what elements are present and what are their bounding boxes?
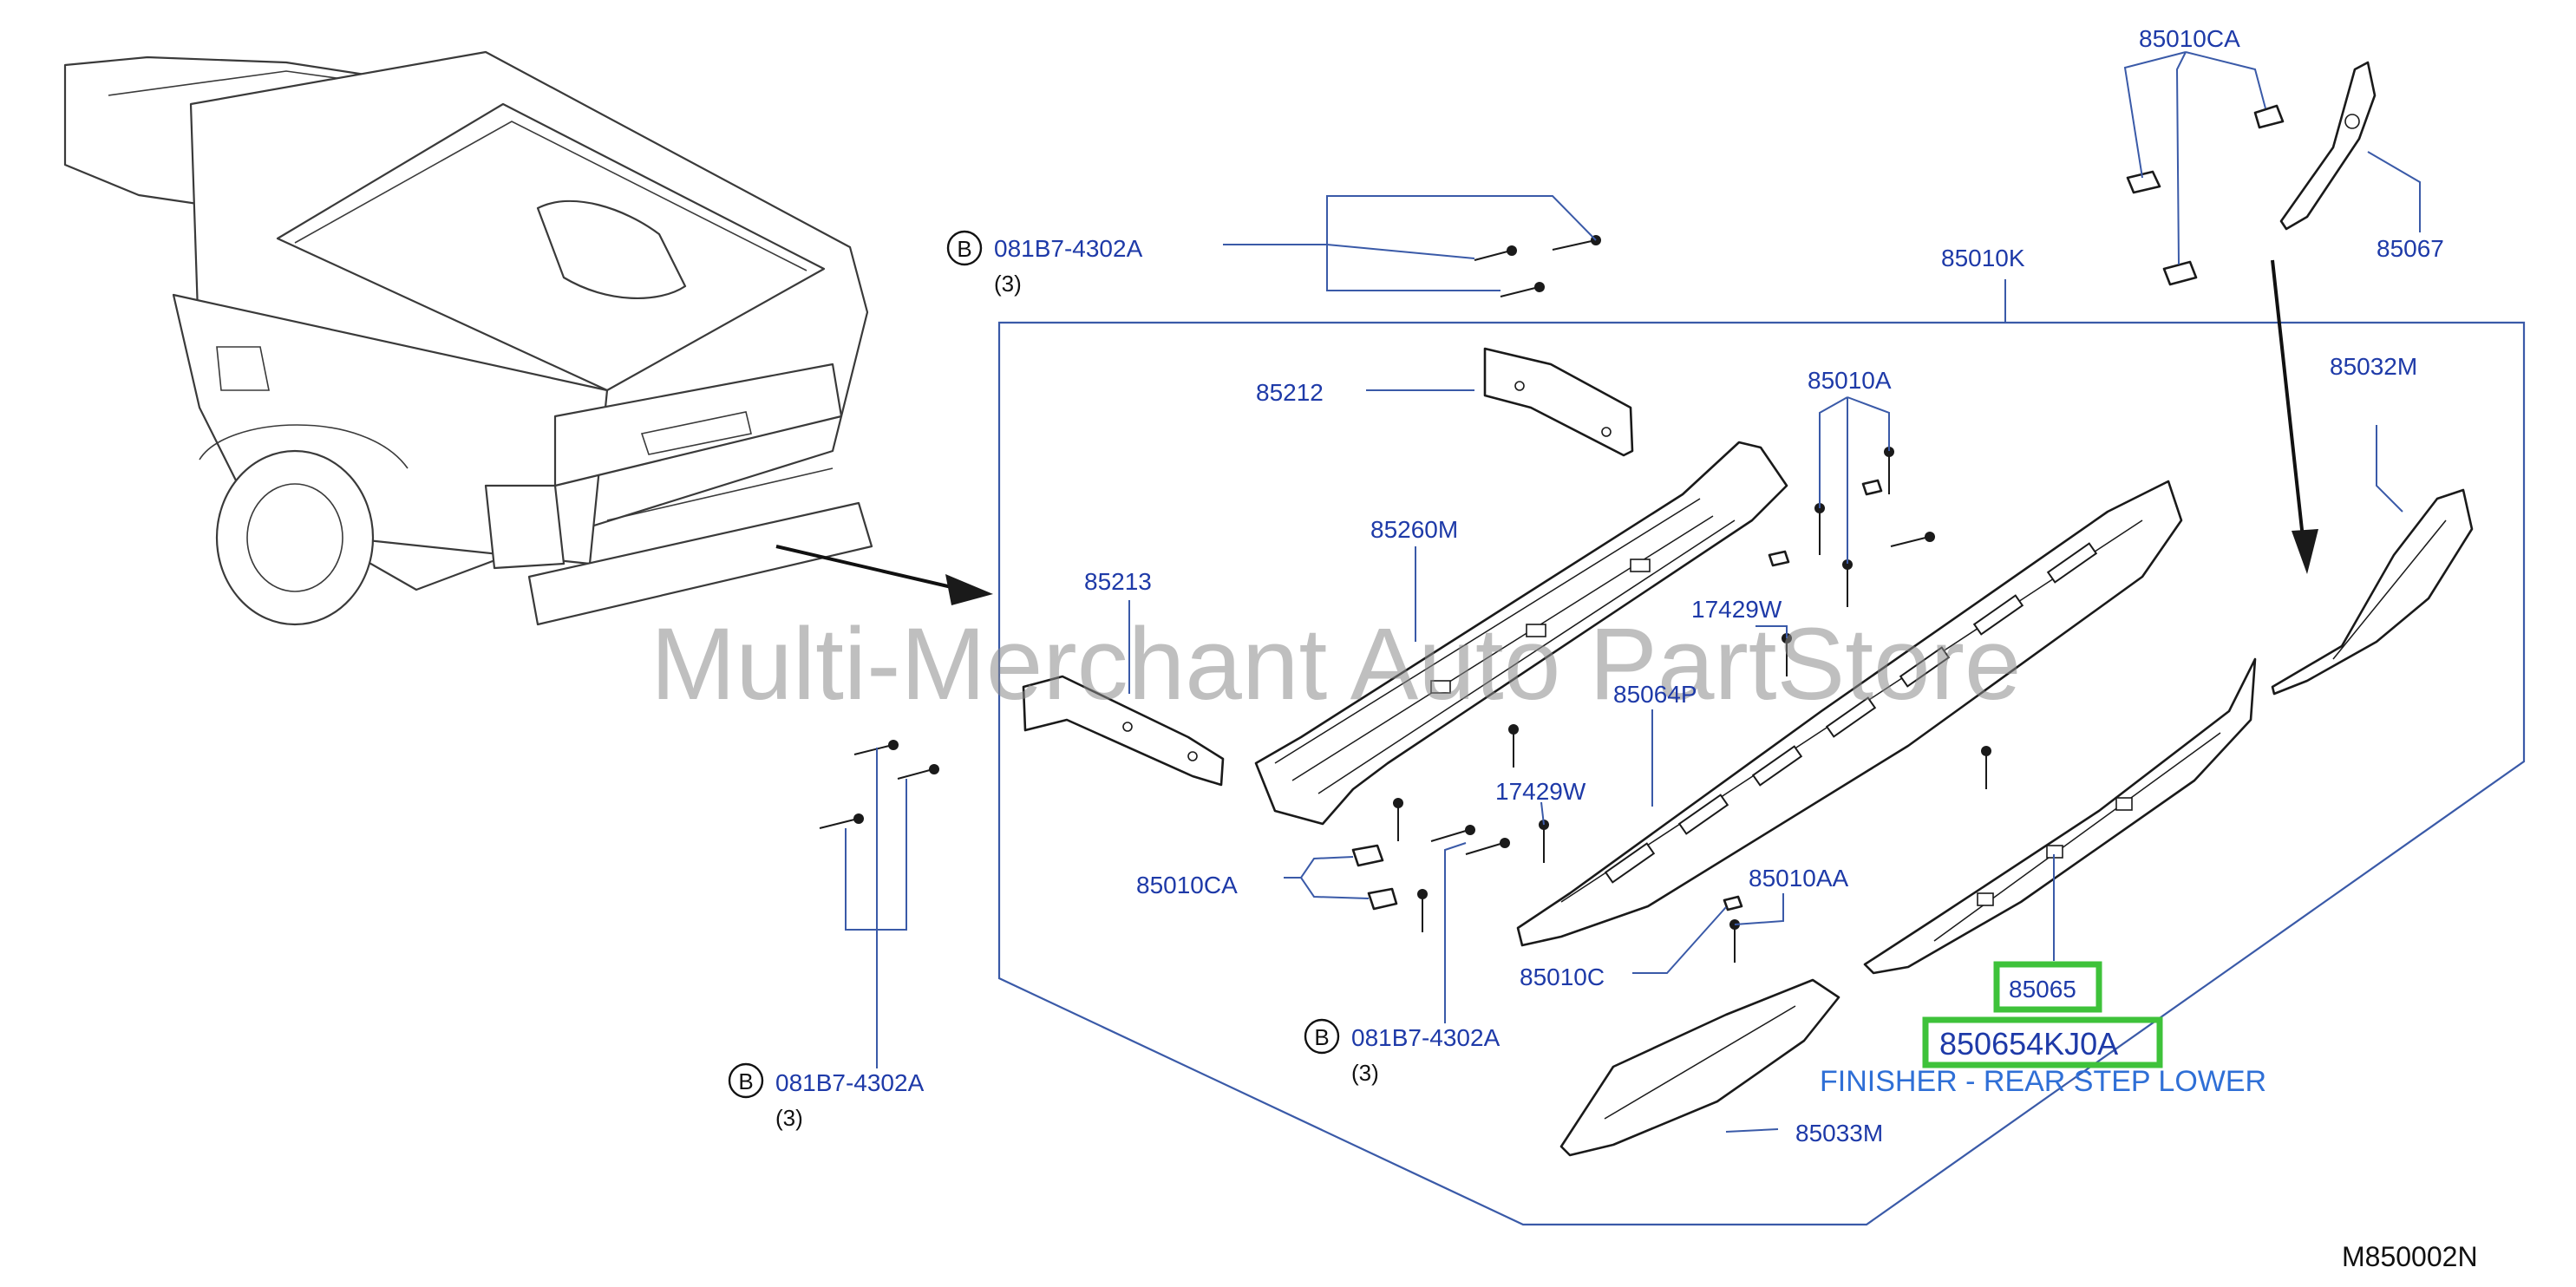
assembly-pointer-arrow [775, 545, 993, 605]
clips-85010CA-top [2126, 104, 2285, 286]
part-85067-bracket [2279, 61, 2377, 231]
step-slots [1604, 542, 2098, 884]
label-85213: 85213 [1084, 568, 1152, 595]
highlighted-part-85065[interactable]: 85065 850654KJ0A FINISHER - REAR STEP LO… [1820, 961, 2266, 1098]
callout-labels: 85010CA 85067 85010K 85032M 85212 85010A… [1084, 25, 2444, 1147]
label-85010C: 85010C [1520, 964, 1605, 990]
label-85033M: 85033M [1795, 1120, 1883, 1147]
part-85260M-bracket [1254, 441, 1788, 826]
bolt-quantity: (3) [775, 1105, 803, 1131]
bolts [819, 235, 1991, 963]
bolt-quantity: (3) [1351, 1060, 1379, 1086]
b-badge-letter: B [957, 236, 971, 262]
label-85032M: 85032M [2330, 353, 2417, 380]
assembly-outline [997, 321, 2526, 1226]
highlight-part-number: 850654KJ0A [1939, 1026, 2118, 1062]
bolt-part-number: 081B7-4302A [994, 235, 1143, 262]
bolt-ref-mid: B 081B7-4302A (3) [1304, 1018, 1500, 1086]
label-85010A: 85010A [1808, 367, 1892, 394]
bolt-quantity: (3) [994, 271, 1022, 297]
b-badge-circle [728, 1062, 764, 1099]
label-85064P: 85064P [1613, 681, 1697, 708]
label-85010K: 85010K [1941, 245, 2025, 271]
leader-lines [845, 51, 2421, 1133]
b-badge-circle [1304, 1018, 1340, 1055]
part-85064P-step [1516, 480, 2183, 947]
bolt-part-number: 081B7-4302A [1351, 1024, 1500, 1051]
bracket-pointer-arrow [2271, 259, 2318, 574]
label-85010AA: 85010AA [1749, 865, 1849, 892]
b-badge-circle [946, 230, 983, 266]
highlight-box-part-number [1922, 1016, 2163, 1068]
highlight-description: FINISHER - REAR STEP LOWER [1820, 1065, 2266, 1098]
part-85032M-corner [2271, 488, 2474, 696]
part-85213-bracket [1022, 675, 1225, 787]
highlight-ref-label: 85065 [2009, 976, 2076, 1003]
label-85067: 85067 [2377, 235, 2444, 262]
bolt-ref-top: B 081B7-4302A (3) [946, 230, 1143, 297]
figure-code: M850002N [2342, 1241, 2478, 1272]
bolt-ref-left: B 081B7-4302A (3) [728, 1062, 925, 1131]
b-badge-letter: B [738, 1068, 753, 1094]
part-85212-bracket [1483, 347, 1634, 457]
label-85260M: 85260M [1370, 516, 1458, 543]
clips-small [1351, 479, 1883, 911]
label-85212: 85212 [1256, 379, 1324, 406]
bolt-part-number: 081B7-4302A [775, 1069, 925, 1096]
label-17429W-b: 17429W [1495, 778, 1586, 805]
watermark: Multi-Merchant Auto PartStore [651, 607, 2022, 722]
label-85010CA-mid: 85010CA [1136, 872, 1238, 898]
highlight-box-ref [1993, 961, 2102, 1013]
label-17429W-a: 17429W [1691, 596, 1782, 623]
part-85033M-corner [1559, 978, 1840, 1157]
truck-illustration [63, 50, 873, 626]
label-85010CA-top: 85010CA [2139, 25, 2240, 52]
b-badge-letter: B [1314, 1024, 1329, 1050]
part-85065-finisher [1863, 657, 2257, 975]
